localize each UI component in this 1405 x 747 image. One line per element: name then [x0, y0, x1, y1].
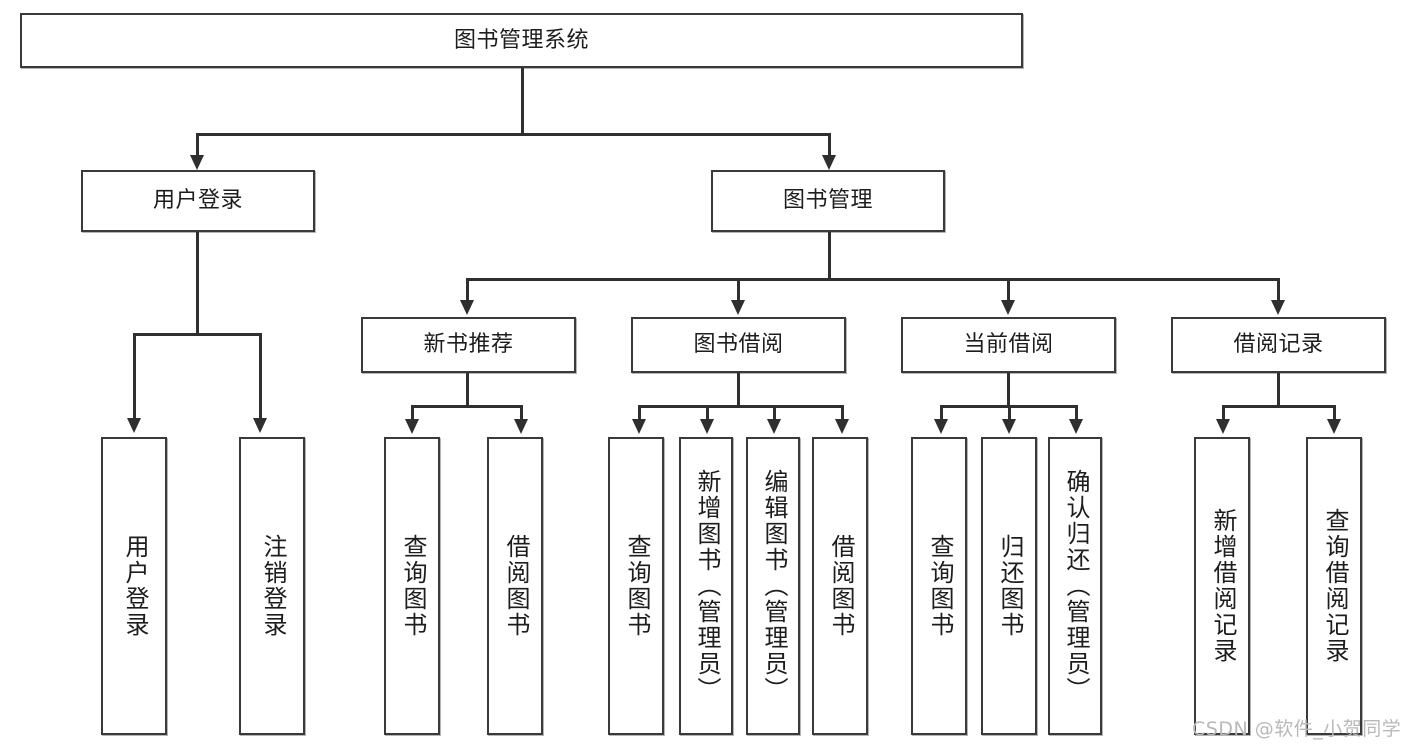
connector-book-borrow-drop-2	[706, 405, 709, 421]
arrowhead-user-login	[190, 155, 204, 170]
leaf-node-query-book-borrow[interactable]: 查询图书	[608, 437, 664, 735]
connector-borrow-record-bus	[1222, 405, 1335, 408]
node-book-borrowing-label: 图书借阅	[693, 332, 784, 358]
node-root-book-management-system[interactable]: 图书管理系统	[20, 13, 1023, 68]
connector-root-stem	[521, 68, 524, 133]
arrowhead-leaf-borrow-book-1	[514, 419, 528, 434]
connector-borrow-record-drop-1	[1222, 405, 1225, 421]
connector-user-login-bus	[133, 333, 261, 336]
arrowhead-book-borrow	[731, 300, 745, 315]
arrowhead-new-book-rec	[460, 300, 474, 315]
leaf-node-user-logout-label: 注销登录	[258, 534, 287, 638]
arrowhead-leaf-query-book-1	[405, 419, 419, 434]
connector-user-login-stem	[196, 232, 199, 333]
leaf-node-edit-book-admin-label: 编辑图书（管理员）	[759, 469, 788, 703]
connector-new-book-drop-2	[520, 405, 523, 421]
arrowhead-leaf-return-book	[1002, 419, 1016, 434]
connector-book-borrow-bus	[638, 405, 842, 408]
node-current-borrowing-label: 当前借阅	[963, 332, 1054, 358]
node-user-login[interactable]: 用户登录	[81, 170, 315, 232]
node-book-management[interactable]: 图书管理	[711, 170, 945, 232]
connector-book-manage-stem	[828, 232, 831, 278]
leaf-node-borrow-book-borrow[interactable]: 借阅图书	[812, 437, 868, 735]
connector-book-borrow-drop-4	[841, 405, 844, 421]
connector-level3-drop-borrow-record	[1277, 278, 1280, 303]
connector-level3-drop-new-book	[466, 278, 469, 303]
connector-new-book-bus	[411, 405, 522, 408]
node-root-label: 图书管理系统	[453, 27, 589, 53]
leaf-node-query-book-current[interactable]: 查询图书	[911, 437, 967, 735]
connector-level3-drop-current-borrow	[1007, 278, 1010, 303]
connector-book-borrow-drop-3	[773, 405, 776, 421]
connector-current-borrow-stem	[1007, 373, 1010, 405]
arrowhead-current-borrow	[1001, 300, 1015, 315]
leaf-node-query-book-recommend[interactable]: 查询图书	[384, 437, 440, 735]
leaf-node-add-borrow-record-label: 新增借阅记录	[1208, 508, 1237, 664]
leaf-node-return-book[interactable]: 归还图书	[981, 437, 1037, 735]
node-user-login-label: 用户登录	[152, 188, 243, 214]
arrowhead-leaf-edit-book	[767, 419, 781, 434]
arrowhead-leaf-user-logout	[253, 418, 267, 433]
leaf-node-add-book-admin[interactable]: 新增图书（管理员）	[679, 437, 733, 735]
leaf-node-query-book-borrow-label: 查询图书	[622, 534, 651, 638]
node-current-borrowing[interactable]: 当前借阅	[901, 317, 1116, 373]
connector-level2-bus	[196, 133, 830, 136]
node-book-borrowing[interactable]: 图书借阅	[631, 317, 846, 373]
connector-new-book-drop-1	[411, 405, 414, 421]
connector-current-borrow-drop-2	[1008, 405, 1011, 421]
connector-borrow-record-drop-2	[1333, 405, 1336, 421]
node-new-book-recommendation-label: 新书推荐	[423, 332, 514, 358]
node-new-book-recommendation[interactable]: 新书推荐	[361, 317, 576, 373]
leaf-node-user-logout[interactable]: 注销登录	[239, 437, 305, 735]
arrowhead-borrow-record	[1271, 300, 1285, 315]
node-book-management-label: 图书管理	[782, 188, 873, 214]
arrowhead-book-manage	[822, 155, 836, 170]
arrowhead-leaf-user-login	[127, 418, 141, 433]
arrowhead-leaf-add-record	[1216, 419, 1230, 434]
connector-current-borrow-drop-3	[1075, 405, 1078, 421]
node-borrowing-record[interactable]: 借阅记录	[1171, 317, 1386, 373]
connector-level2-drop-user-login	[196, 133, 199, 160]
leaf-node-query-borrow-record-label: 查询借阅记录	[1320, 508, 1349, 664]
connector-book-borrow-stem	[737, 373, 740, 405]
leaf-node-user-login-label: 用户登录	[120, 534, 149, 638]
leaf-node-borrow-book-borrow-label: 借阅图书	[826, 534, 855, 638]
leaf-node-query-book-current-label: 查询图书	[925, 534, 954, 638]
leaf-node-add-borrow-record[interactable]: 新增借阅记录	[1194, 437, 1250, 735]
connector-new-book-stem	[466, 373, 469, 405]
leaf-node-confirm-return-admin[interactable]: 确认归还（管理员）	[1048, 437, 1102, 735]
arrowhead-leaf-query-book-2	[632, 419, 646, 434]
arrowhead-leaf-query-record	[1327, 419, 1341, 434]
leaf-node-query-book-recommend-label: 查询图书	[398, 534, 427, 638]
connector-book-borrow-drop-1	[638, 405, 641, 421]
node-borrowing-record-label: 借阅记录	[1233, 332, 1324, 358]
leaf-node-user-login[interactable]: 用户登录	[101, 437, 167, 735]
leaf-node-return-book-label: 归还图书	[995, 534, 1024, 638]
arrowhead-leaf-add-book	[700, 419, 714, 434]
leaf-node-confirm-return-admin-label: 确认归还（管理员）	[1061, 469, 1090, 703]
connector-user-login-drop-1	[133, 333, 136, 420]
connector-current-borrow-drop-1	[940, 405, 943, 421]
connector-level3-drop-book-borrow	[737, 278, 740, 303]
leaf-node-edit-book-admin[interactable]: 编辑图书（管理员）	[746, 437, 800, 735]
leaf-node-borrow-book-recommend[interactable]: 借阅图书	[487, 437, 543, 735]
connector-level3-bus	[466, 278, 1279, 281]
arrowhead-leaf-confirm-return	[1069, 419, 1083, 434]
arrowhead-leaf-query-book-3	[934, 419, 948, 434]
leaf-node-query-borrow-record[interactable]: 查询借阅记录	[1306, 437, 1362, 735]
leaf-node-borrow-book-recommend-label: 借阅图书	[501, 534, 530, 638]
arrowhead-leaf-borrow-book-2	[835, 419, 849, 434]
connector-level2-drop-book-manage	[828, 133, 831, 160]
leaf-node-add-book-admin-label: 新增图书（管理员）	[692, 469, 721, 703]
connector-user-login-drop-2	[259, 333, 262, 420]
connector-borrow-record-stem	[1277, 373, 1280, 405]
